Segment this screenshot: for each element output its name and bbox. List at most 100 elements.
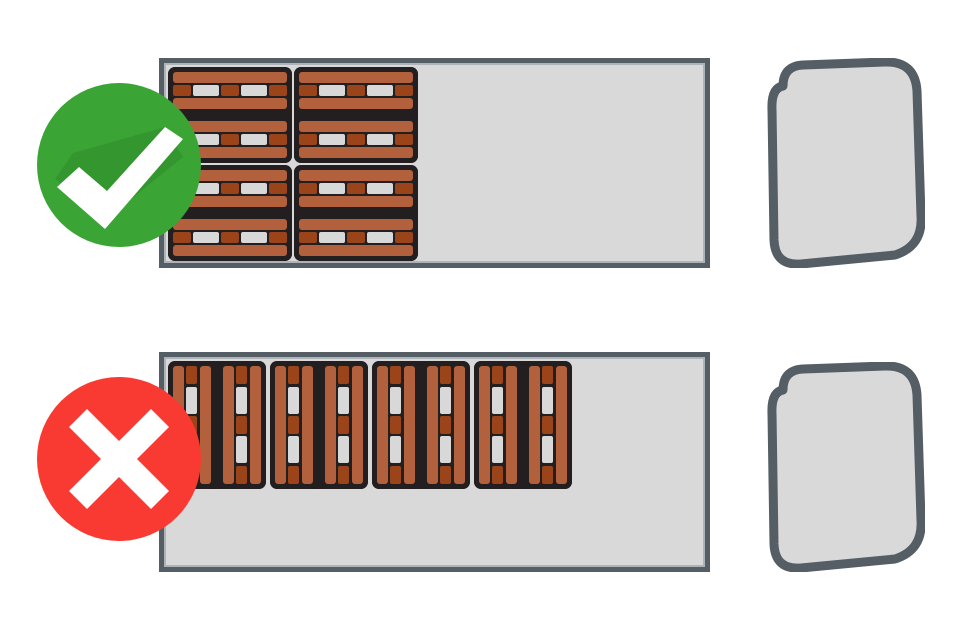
status-badge-incorrect [37,377,201,541]
pallet-separator [338,413,349,416]
pallet-block-row [173,232,287,243]
pallet-separator [345,134,348,145]
pallet-separator [186,413,197,416]
pallet-deck-board [302,366,313,484]
pallet-block [288,465,299,484]
pallet-block [221,232,239,243]
pallet-block [269,232,287,243]
pallet-deck-board [299,245,413,256]
cargo-area-incorrect [159,352,710,572]
pallet-deck-board [325,366,336,484]
pallet-block [299,232,317,243]
pallet-block [338,415,349,435]
pallet [168,214,292,261]
pallet-separator [219,134,222,145]
pallet-separator [345,85,348,96]
pallet-separator [238,85,241,96]
pallet-block-row [338,366,349,484]
pallet-block [347,85,365,96]
pallet [218,361,266,489]
pallet-separator [288,434,299,437]
pallet-separator [345,183,348,194]
pallet-deck-board [275,366,286,484]
pallet-separator [393,183,396,194]
pallet-separator [288,384,299,387]
pallet [294,116,418,163]
pallet-separator [338,463,349,466]
pallet-gap [192,232,220,243]
pallet-block-row [173,85,287,96]
pallet-block [347,232,365,243]
pallet-separator [390,413,401,416]
pallet-block-row [299,232,413,243]
pallet-block-row [236,366,247,484]
pallet [474,361,522,489]
x-mark-glyph [69,409,169,509]
cargo-area-correct [159,58,710,268]
pallet-block [440,366,451,385]
status-badge-correct [37,83,201,247]
pallet-gap [542,386,553,414]
pallet-block [221,183,239,194]
pallet-gap [338,386,349,414]
pallet-block [236,465,247,484]
pallet-block [338,366,349,385]
pallet-separator [190,85,193,96]
pallet-block-row [492,366,503,484]
pallet-gap [240,134,268,145]
pallet-separator [238,134,241,145]
pallet-block [269,183,287,194]
pallet-block [542,465,553,484]
pallet-gap [492,436,503,464]
pallet-block [288,415,299,435]
pallet-gap [236,436,247,464]
pallet-block [542,415,553,435]
pallet-block [236,366,247,385]
pallet-gap [192,134,220,145]
pallet-deck-board [173,219,287,230]
pallet-separator [492,434,503,437]
pallet-block [390,415,401,435]
trailer-incorrect [159,352,710,572]
pallet-block [288,366,299,385]
pallet-deck-board [173,98,287,109]
pallet-gap [318,85,346,96]
pallet-block [440,415,451,435]
pallet-separator [186,384,197,387]
pallet-separator [542,413,553,416]
pallet-separator [492,413,503,416]
pallet-gap [492,386,503,414]
pallet-deck-board [377,366,388,484]
pallet-block [347,134,365,145]
pallet-gap [192,85,220,96]
pallet-deck-board [506,366,517,484]
pallet-separator [238,232,241,243]
pallet [294,67,418,114]
pallet-gap [288,386,299,414]
pallet-separator [542,384,553,387]
pallet-separator [190,232,193,243]
pallet-gap [186,386,197,414]
pallet-block [542,366,553,385]
pallet-separator [316,183,319,194]
pallet-separator [338,434,349,437]
pallet-deck-board [299,219,413,230]
pallet-block [299,85,317,96]
pallet-deck-board [427,366,438,484]
pallet-separator [492,463,503,466]
pallet-block-row [542,366,553,484]
pallet-separator [440,434,451,437]
pallet-block-row [288,366,299,484]
pallet-separator [219,232,222,243]
pallet-block [299,134,317,145]
pallet-separator [440,463,451,466]
pallet-block [221,85,239,96]
pallet-gap [366,232,394,243]
pallet-separator [390,463,401,466]
pallet-separator [393,232,396,243]
pallet-separator [393,134,396,145]
pallet-deck-board [299,72,413,83]
pallet-deck-board [299,147,413,158]
truck-cab-correct [745,58,925,268]
pallet-gap [318,183,346,194]
